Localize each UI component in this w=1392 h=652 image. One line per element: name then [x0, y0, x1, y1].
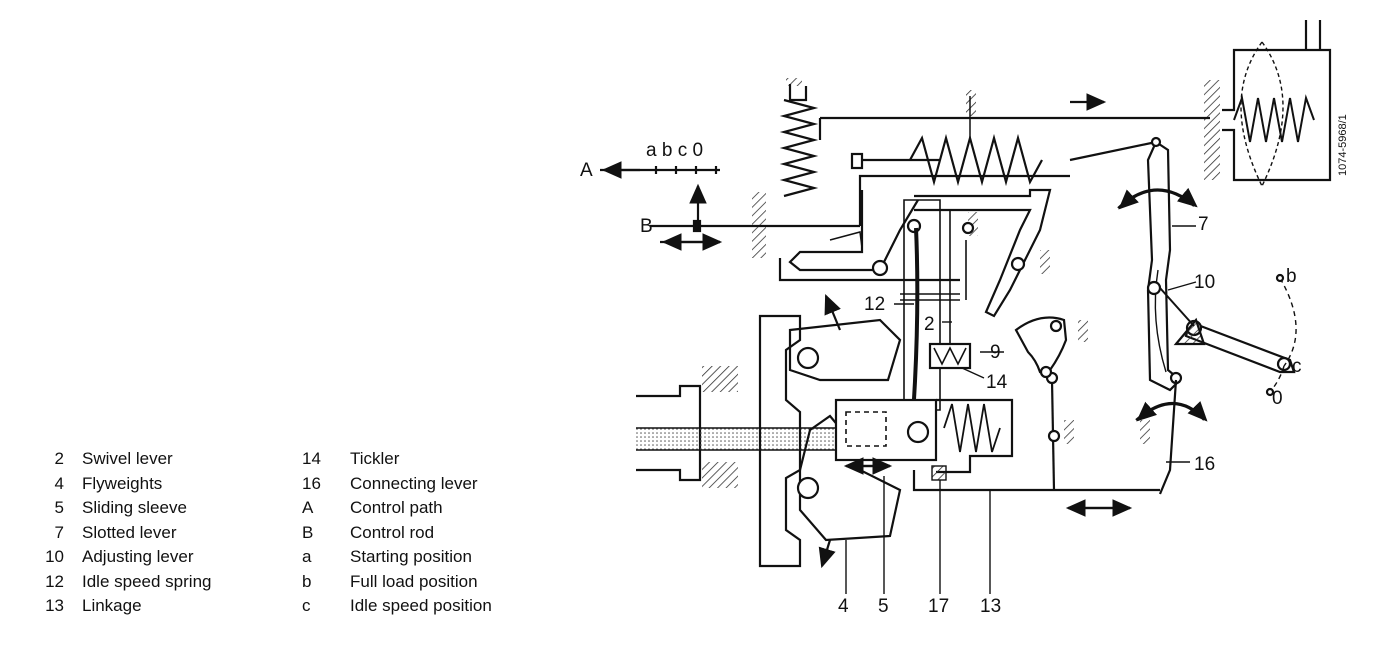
housing-hatch [968, 212, 978, 236]
main-spring [779, 98, 819, 198]
legend-item: 4 Flyweights [0, 473, 260, 495]
legend-key: c [302, 596, 311, 615]
legend-key: A [302, 498, 314, 517]
spring-housing [936, 398, 1014, 474]
housing-hatch [1064, 420, 1074, 444]
callout-10: 10 [1194, 272, 1215, 293]
callout-pos-0: 0 [1272, 388, 1283, 409]
callout-5: 5 [878, 596, 889, 617]
legend-text: Slotted lever [82, 522, 177, 542]
label-b: B [640, 216, 653, 237]
legend-text: Control rod [350, 522, 435, 542]
legend-key: 7 [54, 522, 64, 542]
legend-text: Linkage [82, 596, 142, 615]
legend: 2 Swivel lever 4 Flyweights 5 Sliding sleeve 7… [0, 448, 560, 628]
connecting-lever-16 [1158, 379, 1178, 495]
callout-16: 16 [1194, 454, 1215, 475]
legend-key: 16 [302, 473, 321, 493]
legend-text: Idle speed position [350, 596, 492, 615]
housing-hatch [1140, 420, 1150, 444]
swivel-lever-2 [914, 188, 1052, 318]
legend-text: Starting position [350, 547, 472, 566]
legend-item: b Full load position [302, 571, 562, 593]
housing-hatch [1078, 320, 1088, 342]
housing-hatch [1040, 250, 1050, 274]
legend-text: Connecting lever [350, 473, 478, 493]
housing-hatch [786, 78, 802, 86]
housing-hatch [702, 366, 738, 392]
flyweight-upper [788, 318, 902, 382]
legend-item: 16 Connecting lever [302, 473, 562, 495]
legend-text: Tickler [350, 449, 400, 468]
legend-item: B Control rod [302, 522, 562, 544]
legend-key: 13 [45, 596, 64, 615]
callout-13: 13 [980, 596, 1001, 617]
legend-left-column: 2 Swivel lever 4 Flyweights 5 Sliding sleeve 7… [0, 448, 260, 628]
top-control-rod [818, 116, 1210, 140]
callout-4: 4 [838, 596, 849, 617]
callout-17: 17 [928, 596, 949, 617]
legend-key: b [302, 571, 312, 591]
legend-item: 10 Adjusting lever [0, 546, 260, 568]
legend-key: 2 [54, 449, 64, 468]
callout-pos-b: b [1286, 266, 1297, 287]
legend-key: a [302, 547, 312, 566]
legend-key: 5 [54, 498, 64, 517]
legend-key: B [302, 522, 314, 542]
legend-item: 14 Tickler [302, 448, 562, 470]
legend-item: 12 Idle speed spring [0, 571, 260, 593]
linkage-13 [912, 470, 1160, 492]
lever-9 [1014, 316, 1068, 374]
legend-key: 14 [302, 449, 321, 468]
legend-text: Flyweights [82, 473, 163, 493]
legend-key: 10 [45, 547, 64, 566]
scale-labels: a b c 0 [646, 140, 703, 161]
housing-hatch [966, 90, 976, 116]
stop-17 [931, 465, 947, 481]
legend-item: A Control path [302, 497, 562, 519]
legend-text: Swivel lever [82, 449, 173, 468]
legend-key: 12 [45, 571, 64, 591]
callout-pos-c: c [1292, 356, 1302, 377]
slotted-lever-7 [1146, 140, 1182, 392]
legend-text: Adjusting lever [82, 547, 194, 566]
callout-14: 14 [986, 372, 1008, 393]
diaphragm-chamber [1222, 48, 1332, 182]
legend-key: 4 [54, 473, 64, 493]
horizontal-spring [909, 133, 1043, 187]
legend-item: c Idle speed position [302, 595, 562, 617]
legend-text: Idle speed spring [82, 571, 212, 591]
legend-text: Sliding sleeve [82, 498, 187, 517]
callout-9: 9 [990, 342, 1001, 363]
callout-2: 2 [924, 314, 935, 335]
callout-12: 12 [864, 294, 885, 315]
callout-7: 7 [1198, 214, 1209, 235]
legend-text: Control path [350, 498, 443, 517]
legend-item: 7 Slotted lever [0, 522, 260, 544]
housing-hatch [1204, 80, 1220, 180]
diaphragm-spring [1233, 94, 1315, 143]
legend-item: 13 Linkage [0, 595, 260, 617]
drawing-code: 1074-5968/1 [1337, 114, 1349, 176]
legend-text: Full load position [350, 571, 478, 591]
housing-hatch [702, 462, 738, 488]
label-a: A [580, 160, 593, 181]
legend-item: 2 Swivel lever [0, 448, 260, 470]
legend-item: 5 Sliding sleeve [0, 497, 260, 519]
legend-item: a Starting position [302, 546, 562, 568]
